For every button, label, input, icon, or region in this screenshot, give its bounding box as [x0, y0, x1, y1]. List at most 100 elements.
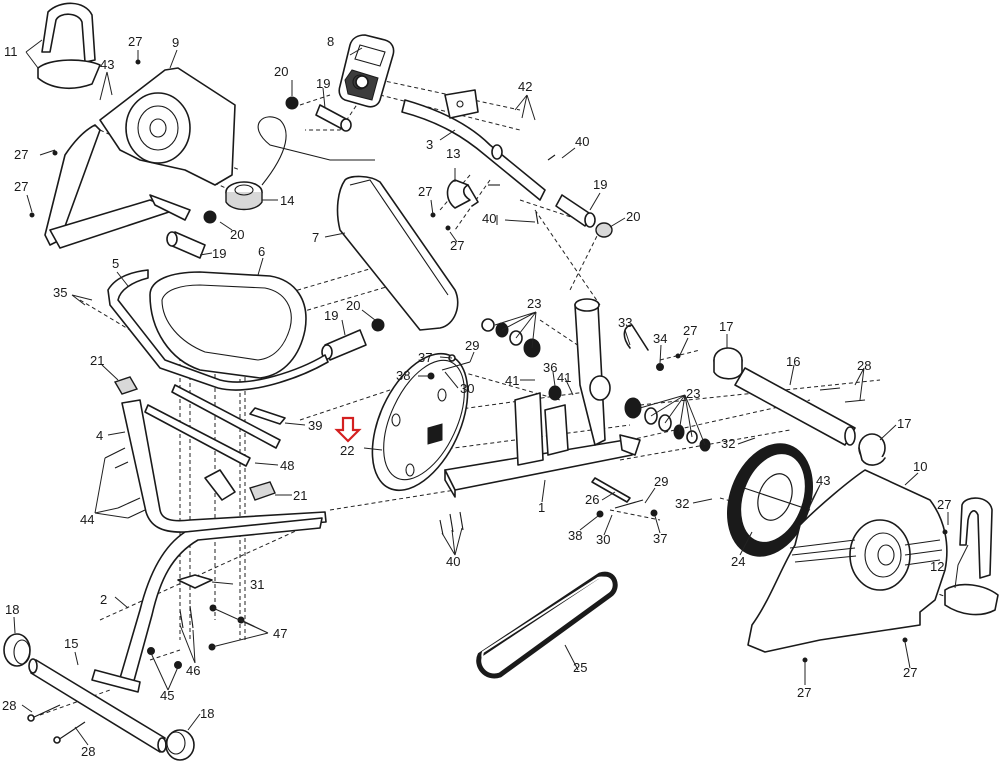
- callout-42[interactable]: 42: [518, 79, 532, 94]
- callout-27[interactable]: 27: [797, 685, 811, 700]
- part-21-cap-b[interactable]: [249, 481, 276, 501]
- part-13-cable-clip[interactable]: [446, 179, 479, 209]
- part-4-seat-frame[interactable]: [121, 399, 327, 533]
- callout-43[interactable]: 43: [816, 473, 830, 488]
- callout-19[interactable]: 19: [593, 177, 607, 192]
- callout-38[interactable]: 38: [396, 368, 410, 383]
- part-19-foam-a[interactable]: [315, 104, 352, 132]
- part-7-backrest[interactable]: [336, 175, 459, 331]
- part-36-idler[interactable]: [548, 385, 562, 401]
- callout-29[interactable]: 29: [654, 474, 668, 489]
- part-28-bolts-rear[interactable]: [27, 704, 86, 744]
- callout-28[interactable]: 28: [81, 744, 95, 759]
- callout-33[interactable]: 33: [618, 315, 632, 330]
- part-17-end-cap-a[interactable]: [713, 347, 743, 380]
- part-20-end-cap-c[interactable]: [595, 222, 613, 238]
- callout-1[interactable]: 1: [538, 500, 545, 515]
- callout-23[interactable]: 23: [527, 296, 541, 311]
- part-17-end-cap-b[interactable]: [858, 433, 886, 466]
- part-20-end-cap-b[interactable]: [203, 210, 217, 224]
- callout-31[interactable]: 31: [250, 577, 264, 592]
- callout-12[interactable]: 12: [930, 559, 944, 574]
- part-18-end-cap-a[interactable]: [3, 633, 31, 667]
- callout-30[interactable]: 30: [460, 381, 474, 396]
- callout-38[interactable]: 38: [568, 528, 582, 543]
- callout-23[interactable]: 23: [686, 386, 700, 401]
- part-8-console[interactable]: [338, 34, 395, 108]
- part-46-47-bolts[interactable]: [179, 604, 245, 651]
- callout-4[interactable]: 4: [96, 428, 103, 443]
- callout-46[interactable]: 46: [186, 663, 200, 678]
- callout-27[interactable]: 27: [450, 238, 464, 253]
- callout-10[interactable]: 10: [913, 459, 927, 474]
- part-10-right-shield[interactable]: [747, 469, 948, 653]
- callout-40[interactable]: 40: [575, 134, 589, 149]
- part-45-nuts[interactable]: [147, 647, 182, 669]
- part-44-bolts[interactable]: [104, 447, 146, 519]
- part-34-nut[interactable]: [656, 363, 664, 371]
- callout-44[interactable]: 44: [80, 512, 94, 527]
- part-21-cap-a[interactable]: [113, 376, 139, 395]
- part-24-pulley[interactable]: [713, 432, 828, 568]
- callout-2[interactable]: 2: [100, 592, 107, 607]
- part-40-bolts[interactable]: [439, 154, 556, 536]
- callout-14[interactable]: 14: [280, 193, 294, 208]
- callout-6[interactable]: 6: [258, 244, 265, 259]
- part-12-right-pedal[interactable]: [944, 497, 999, 616]
- part-26-idler-axle[interactable]: [591, 477, 631, 503]
- callout-36[interactable]: 36: [543, 360, 557, 375]
- part-2-rear-upright[interactable]: [91, 517, 323, 693]
- part-left-frame-arm[interactable]: [44, 124, 191, 249]
- callout-18[interactable]: 18: [200, 706, 214, 721]
- part-20-end-cap-d[interactable]: [371, 318, 385, 332]
- callout-9[interactable]: 9: [172, 35, 179, 50]
- callout-43[interactable]: 43: [100, 57, 114, 72]
- callout-40[interactable]: 40: [482, 211, 496, 226]
- callout-34[interactable]: 34: [653, 331, 667, 346]
- callout-16[interactable]: 16: [786, 354, 800, 369]
- callout-27[interactable]: 27: [14, 147, 28, 162]
- part-6-seat-cushion[interactable]: [149, 271, 307, 379]
- callout-27[interactable]: 27: [418, 184, 432, 199]
- part-hardware-lower[interactable]: [596, 499, 658, 518]
- callout-20[interactable]: 20: [626, 209, 640, 224]
- part-31-mounting-plate[interactable]: [177, 574, 213, 589]
- callout-19[interactable]: 19: [324, 308, 338, 323]
- part-28-bolts-front[interactable]: [819, 387, 866, 403]
- callout-20[interactable]: 20: [274, 64, 288, 79]
- part-9-left-shield[interactable]: [99, 67, 236, 186]
- callout-27[interactable]: 27: [937, 497, 951, 512]
- callout-5[interactable]: 5: [112, 256, 119, 271]
- callout-3[interactable]: 3: [426, 137, 433, 152]
- part-5-seat-handlebar[interactable]: [107, 269, 329, 391]
- callout-26[interactable]: 26: [585, 492, 599, 507]
- callout-32[interactable]: 32: [675, 496, 689, 511]
- callout-27[interactable]: 27: [128, 34, 142, 49]
- part-16-front-stabilizer[interactable]: [734, 367, 856, 446]
- part-11-left-pedal[interactable]: [37, 2, 101, 90]
- callout-18[interactable]: 18: [5, 602, 19, 617]
- part-3-handlebar[interactable]: [401, 89, 546, 201]
- callout-17[interactable]: 17: [897, 416, 911, 431]
- callout-8[interactable]: 8: [327, 34, 334, 49]
- part-48-seat-bracket[interactable]: [144, 384, 281, 467]
- callout-28[interactable]: 28: [857, 358, 871, 373]
- callout-15[interactable]: 15: [64, 636, 78, 651]
- callout-22[interactable]: 22: [340, 443, 354, 458]
- callout-19[interactable]: 19: [316, 76, 330, 91]
- part-1-main-frame[interactable]: [444, 298, 641, 498]
- callout-21[interactable]: 21: [293, 488, 307, 503]
- part-25-drive-belt[interactable]: [476, 571, 618, 679]
- part-20-end-cap-a[interactable]: [285, 96, 299, 110]
- callout-20[interactable]: 20: [346, 298, 360, 313]
- callout-40[interactable]: 40: [446, 554, 460, 569]
- callout-41[interactable]: 41: [557, 370, 571, 385]
- callout-48[interactable]: 48: [280, 458, 294, 473]
- callout-24[interactable]: 24: [731, 554, 745, 569]
- callout-47[interactable]: 47: [273, 626, 287, 641]
- callout-20[interactable]: 20: [230, 227, 244, 242]
- callout-45[interactable]: 45: [160, 688, 174, 703]
- part-18-end-cap-b[interactable]: [165, 729, 195, 761]
- callout-7[interactable]: 7: [312, 230, 319, 245]
- part-23-bearings-b[interactable]: [624, 397, 711, 452]
